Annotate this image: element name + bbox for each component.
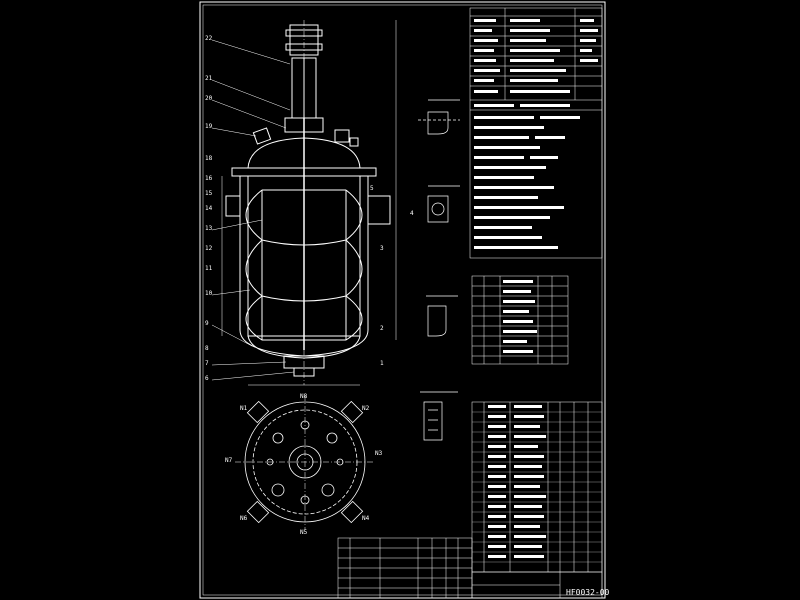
detail-views bbox=[418, 99, 460, 441]
callout-11: 11 bbox=[205, 265, 213, 272]
plan-callout-n3: N3 bbox=[375, 450, 383, 457]
callout-9: 9 bbox=[205, 320, 209, 327]
callout-7: 7 bbox=[205, 360, 209, 367]
bom-rows bbox=[472, 411, 602, 563]
callout-6: 6 bbox=[205, 375, 209, 382]
nozzle-text-marks bbox=[503, 280, 537, 353]
callout-8: 8 bbox=[205, 345, 209, 352]
callout-18: 18 bbox=[205, 155, 213, 162]
title-block bbox=[471, 571, 603, 599]
callout-4: 4 bbox=[410, 210, 414, 217]
callout-20: 20 bbox=[205, 95, 213, 102]
plan-callout-n6: N6 bbox=[240, 515, 248, 522]
callout-19: 19 bbox=[205, 123, 213, 130]
plan-callout-n5: N5 bbox=[300, 529, 308, 536]
technical-spec-table bbox=[469, 7, 603, 259]
elevation-callouts bbox=[211, 39, 295, 381]
callout-15: 15 bbox=[205, 190, 213, 197]
callout-5: 5 bbox=[370, 185, 374, 192]
plan-callout-n2: N2 bbox=[362, 405, 370, 412]
callout-12: 12 bbox=[205, 245, 213, 252]
plan-callout-n4: N4 bbox=[362, 515, 370, 522]
callout-10: 10 bbox=[205, 290, 213, 297]
callout-13: 13 bbox=[205, 225, 213, 232]
callout-2: 2 bbox=[380, 325, 384, 332]
callout-1: 1 bbox=[380, 360, 384, 367]
nozzle-table bbox=[471, 275, 569, 365]
bom-text-marks bbox=[488, 405, 546, 558]
callout-21: 21 bbox=[205, 75, 213, 82]
callout-labels: 22 21 20 19 18 16 15 14 13 12 11 10 9 8 … bbox=[205, 35, 414, 382]
drawing-number: HF0032-00 bbox=[566, 588, 610, 597]
spec-text-marks bbox=[474, 19, 598, 249]
vessel-plan-view bbox=[235, 395, 375, 530]
plan-callout-n1: N1 bbox=[240, 405, 248, 412]
vessel-elevation-view bbox=[221, 20, 397, 386]
callout-14: 14 bbox=[205, 205, 213, 212]
parts-list-lower bbox=[337, 537, 473, 599]
plan-callouts: N1 N2 N3 N4 N5 N6 N7 N8 bbox=[225, 393, 383, 536]
plan-callout-n8: N8 bbox=[300, 393, 308, 400]
callout-16: 16 bbox=[205, 175, 213, 182]
callout-22: 22 bbox=[205, 35, 213, 42]
sheet-inner-border bbox=[202, 4, 603, 596]
callout-3: 3 bbox=[380, 245, 384, 252]
plan-callout-n7: N7 bbox=[225, 457, 233, 464]
